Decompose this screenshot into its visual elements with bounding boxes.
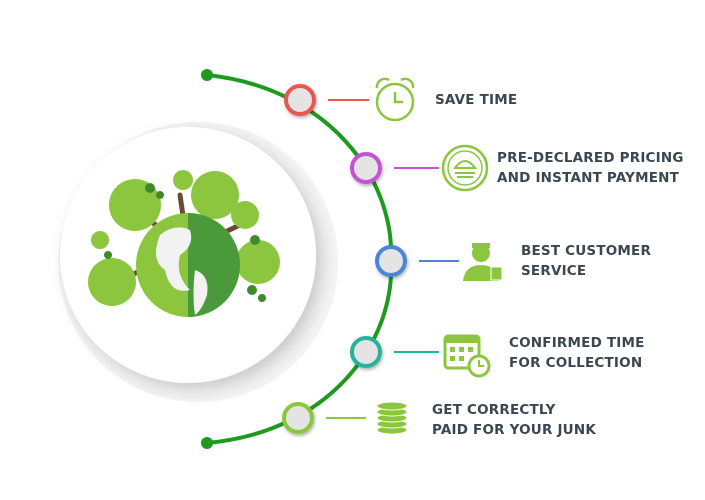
label-line: CONFIRMED TIME xyxy=(509,335,645,351)
timeline-node xyxy=(282,402,314,434)
label-line: PRE-DECLARED PRICING xyxy=(497,150,684,166)
arc-end-dot xyxy=(201,437,213,449)
label-line: SERVICE xyxy=(521,263,587,279)
item-label: CONFIRMED TIME FOR COLLECTION xyxy=(509,333,645,373)
coin-stack-icon xyxy=(376,401,408,435)
alarm-clock-icon xyxy=(375,77,415,122)
calendar-clock-icon xyxy=(443,334,491,378)
customer-service-person-icon xyxy=(463,243,503,281)
label-line: SAVE TIME xyxy=(435,92,518,108)
item-label: SAVE TIME xyxy=(435,90,517,110)
timeline-node xyxy=(284,84,316,116)
timeline-node xyxy=(375,245,407,277)
arc-start-dot xyxy=(201,69,213,81)
lotus-coin-icon xyxy=(441,144,489,192)
item-label: BEST CUSTOMER SERVICE xyxy=(521,241,651,281)
timeline-node xyxy=(350,152,382,184)
label-line: PAID FOR YOUR JUNK xyxy=(432,422,596,438)
earth-with-trees-icon xyxy=(88,170,280,317)
label-line: GET CORRECTLY xyxy=(432,402,556,418)
timeline-node xyxy=(350,336,382,368)
item-label: GET CORRECTLY PAID FOR YOUR JUNK xyxy=(432,400,596,440)
label-line: BEST CUSTOMER xyxy=(521,243,652,259)
label-line: AND INSTANT PAYMENT xyxy=(497,170,680,186)
item-label: PRE-DECLARED PRICING AND INSTANT PAYMENT xyxy=(497,148,684,188)
label-line: FOR COLLECTION xyxy=(509,355,643,371)
